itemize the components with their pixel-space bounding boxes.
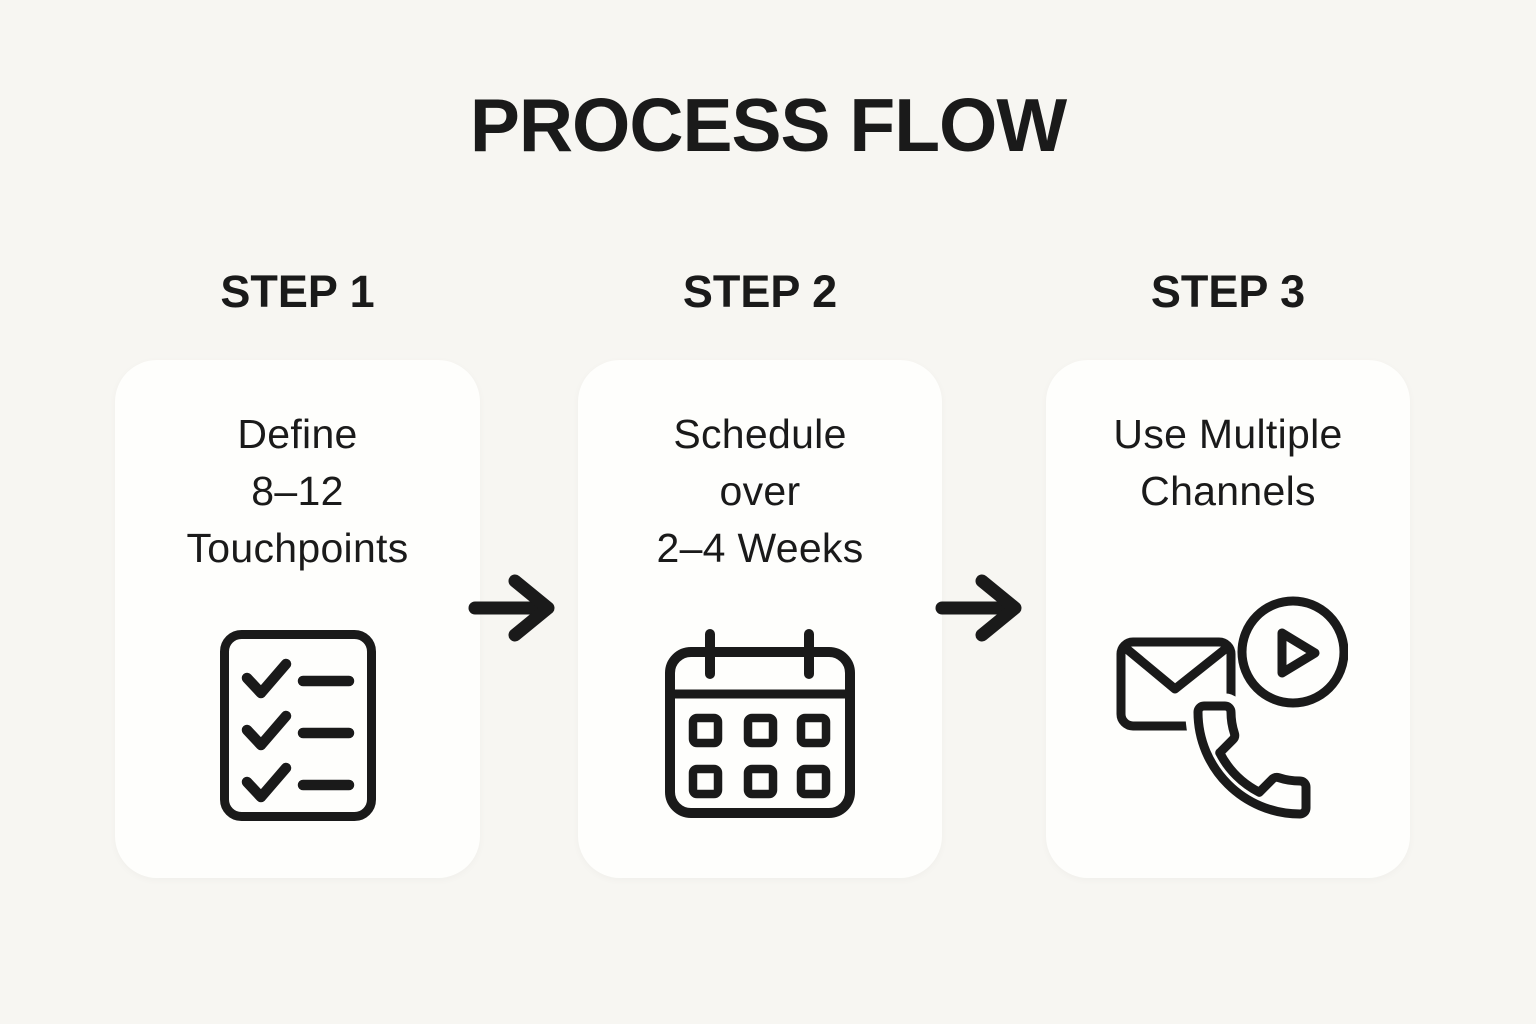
multichannel-icon xyxy=(1116,596,1348,827)
arrow-right-icon xyxy=(468,574,555,642)
step-1-label: STEP 1 xyxy=(220,266,375,317)
phone-icon xyxy=(1185,693,1319,827)
step-2-card: Schedule over 2–4 Weeks xyxy=(578,360,942,878)
step-2-label: STEP 2 xyxy=(682,266,838,317)
video-play-icon xyxy=(1237,596,1348,708)
text-line: Touchpoints xyxy=(186,525,409,571)
step-3-card: Use Multiple Channels xyxy=(1046,360,1410,878)
step-3-label: STEP 3 xyxy=(1150,266,1306,317)
text-line: Define xyxy=(237,411,358,457)
email-icon xyxy=(1116,637,1236,731)
text-line: Schedule xyxy=(673,411,847,457)
step-1-card: Define 8–12 Touchpoints xyxy=(115,360,480,878)
text-line: Use Multiple xyxy=(1113,411,1343,457)
step-2-description: Schedule over 2–4 Weeks xyxy=(578,360,942,577)
text-line: over xyxy=(719,468,801,514)
text-line: Channels xyxy=(1140,468,1316,514)
text-line: 8–12 xyxy=(251,468,344,514)
step-1-description: Define 8–12 Touchpoints xyxy=(115,360,480,577)
page-title: PROCESS FLOW xyxy=(469,83,1067,167)
checklist-icon xyxy=(219,630,376,821)
calendar-icon xyxy=(665,629,855,818)
step-3-description: Use Multiple Channels xyxy=(1046,360,1410,520)
arrow-right-icon xyxy=(935,574,1022,642)
text-line: 2–4 Weeks xyxy=(656,525,864,571)
